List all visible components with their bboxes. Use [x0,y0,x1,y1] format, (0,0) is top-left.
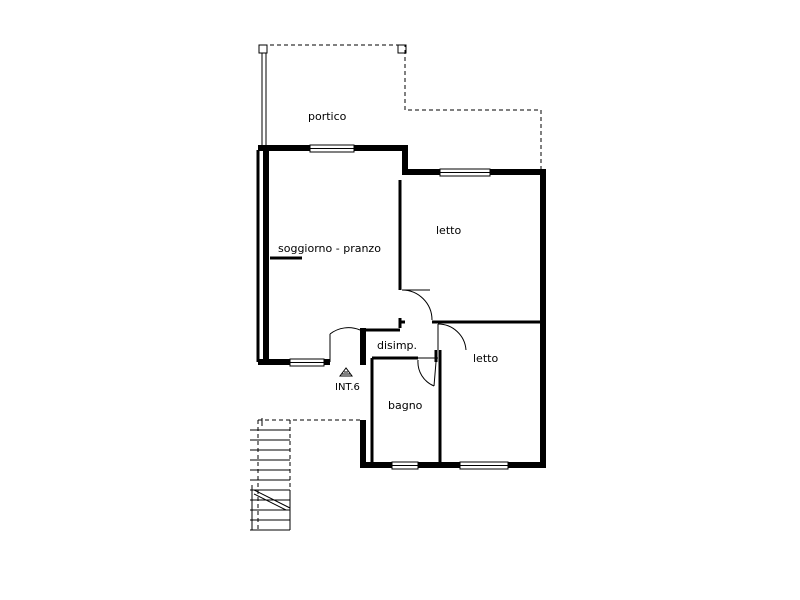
entrance-label: INT.6 [335,382,360,393]
doors [329,289,467,387]
room-label-bagno: bagno [388,399,423,412]
room-labels: portico soggiorno - pranzo letto letto d… [278,110,498,412]
room-label-letto-2: letto [473,352,498,365]
windows [289,144,509,470]
room-label-letto-1: letto [436,224,461,237]
entrance-marker-icon [339,367,353,377]
room-label-disimpegno: disimp. [377,339,417,352]
room-label-portico: portico [308,110,347,123]
stairs [250,418,291,531]
portico-outline [258,44,542,170]
interior-walls [270,180,541,462]
exterior-walls [256,145,546,468]
outdoor-dashed-paths [257,419,363,530]
room-label-soggiorno: soggiorno - pranzo [278,242,381,255]
